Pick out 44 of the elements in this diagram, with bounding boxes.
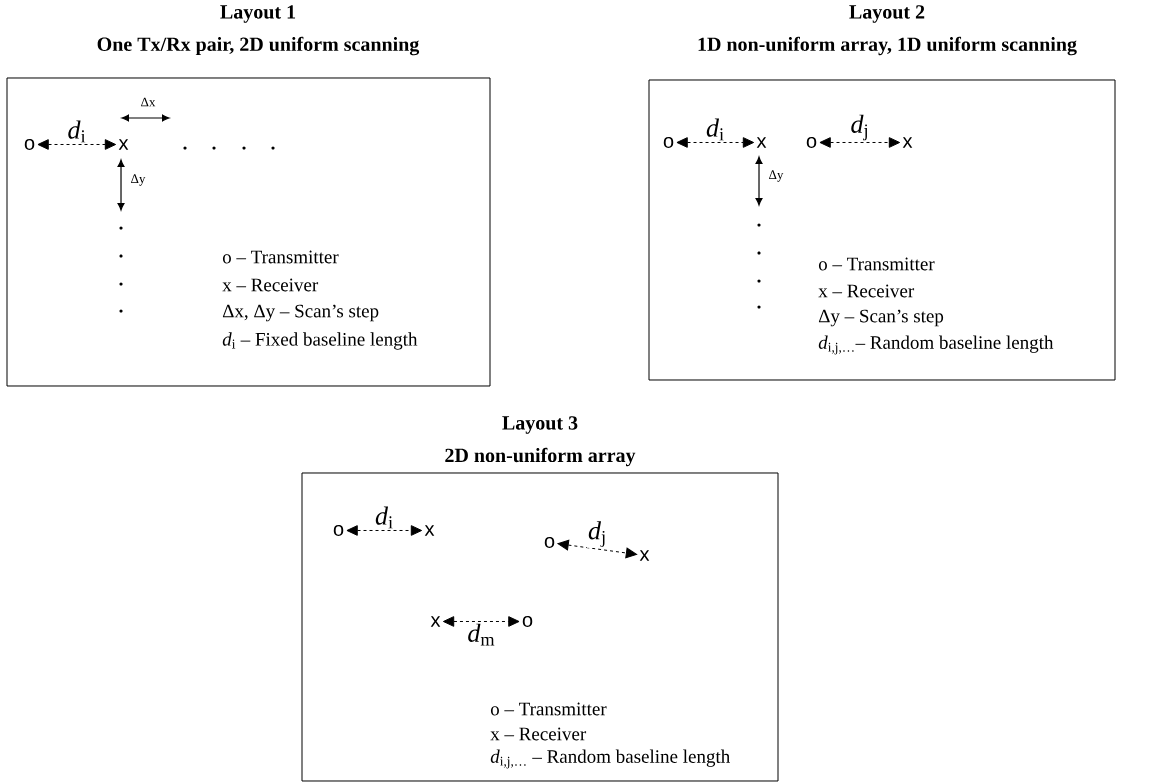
panel-heading: Layout 2	[849, 5, 925, 23]
panel-heading: 2D non-uniform array	[445, 447, 636, 467]
legend-text: x – Receiver	[490, 727, 587, 741]
marker-text: o	[544, 537, 555, 548]
edge-label: d$_{j}$	[588, 521, 605, 547]
marker-text: x	[902, 137, 913, 148]
marker-text: x	[424, 525, 435, 536]
double-arrow	[819, 137, 901, 148]
marker-text: x	[756, 137, 767, 148]
dimension-label: Δx	[141, 97, 156, 107]
dimension-label: Δy	[131, 174, 146, 186]
legend-text: d$_{i,j,…}$– Random baseline length	[818, 335, 1054, 355]
edge-label: d$_{j}$	[851, 114, 868, 141]
marker-text: o	[24, 139, 35, 150]
legend-text: x – Receiver	[222, 278, 319, 292]
marker-text: o	[663, 137, 674, 148]
marker-text: x	[639, 550, 650, 561]
panel-heading: Layout 1	[220, 5, 296, 23]
marker-text: o	[806, 137, 817, 148]
marker-text: o	[333, 525, 344, 536]
legend-text: d$_{i,j,…}$ – Random baseline length	[490, 749, 730, 769]
double-arrow	[346, 525, 423, 536]
marker-text: x	[118, 139, 129, 150]
panel-heading: 1D non-uniform array, 1D uniform scanning	[698, 36, 1077, 56]
legend-text: Δy – Scan’s step	[818, 309, 944, 327]
double-arrow	[442, 616, 520, 627]
edge-label: d$_{i}$	[706, 118, 724, 141]
legend-text: d$_{i}$ – Fixed baseline length	[222, 332, 418, 350]
edge-label: d$_{m}$	[468, 623, 495, 646]
legend-text: x – Receiver	[818, 284, 915, 298]
legend-text: Δx, Δy – Scan’s step	[222, 304, 379, 322]
dimension-label: Δy	[769, 170, 784, 182]
edge-label: d$_{i}$	[375, 506, 393, 529]
marker-text: o	[522, 616, 533, 627]
panel-heading: Layout 3	[502, 416, 578, 434]
marker-text: x	[430, 616, 441, 627]
edge-label: d$_{i}$	[68, 120, 86, 143]
double-arrow	[557, 539, 638, 559]
legend-text: o – Transmitter	[818, 257, 935, 271]
legend-text: o – Transmitter	[222, 250, 339, 264]
panel-heading: One Tx/Rx pair, 2D uniform scanning	[97, 36, 420, 56]
legend-text: o – Transmitter	[490, 702, 607, 716]
double-arrow	[676, 137, 755, 148]
double-arrow	[37, 139, 117, 150]
